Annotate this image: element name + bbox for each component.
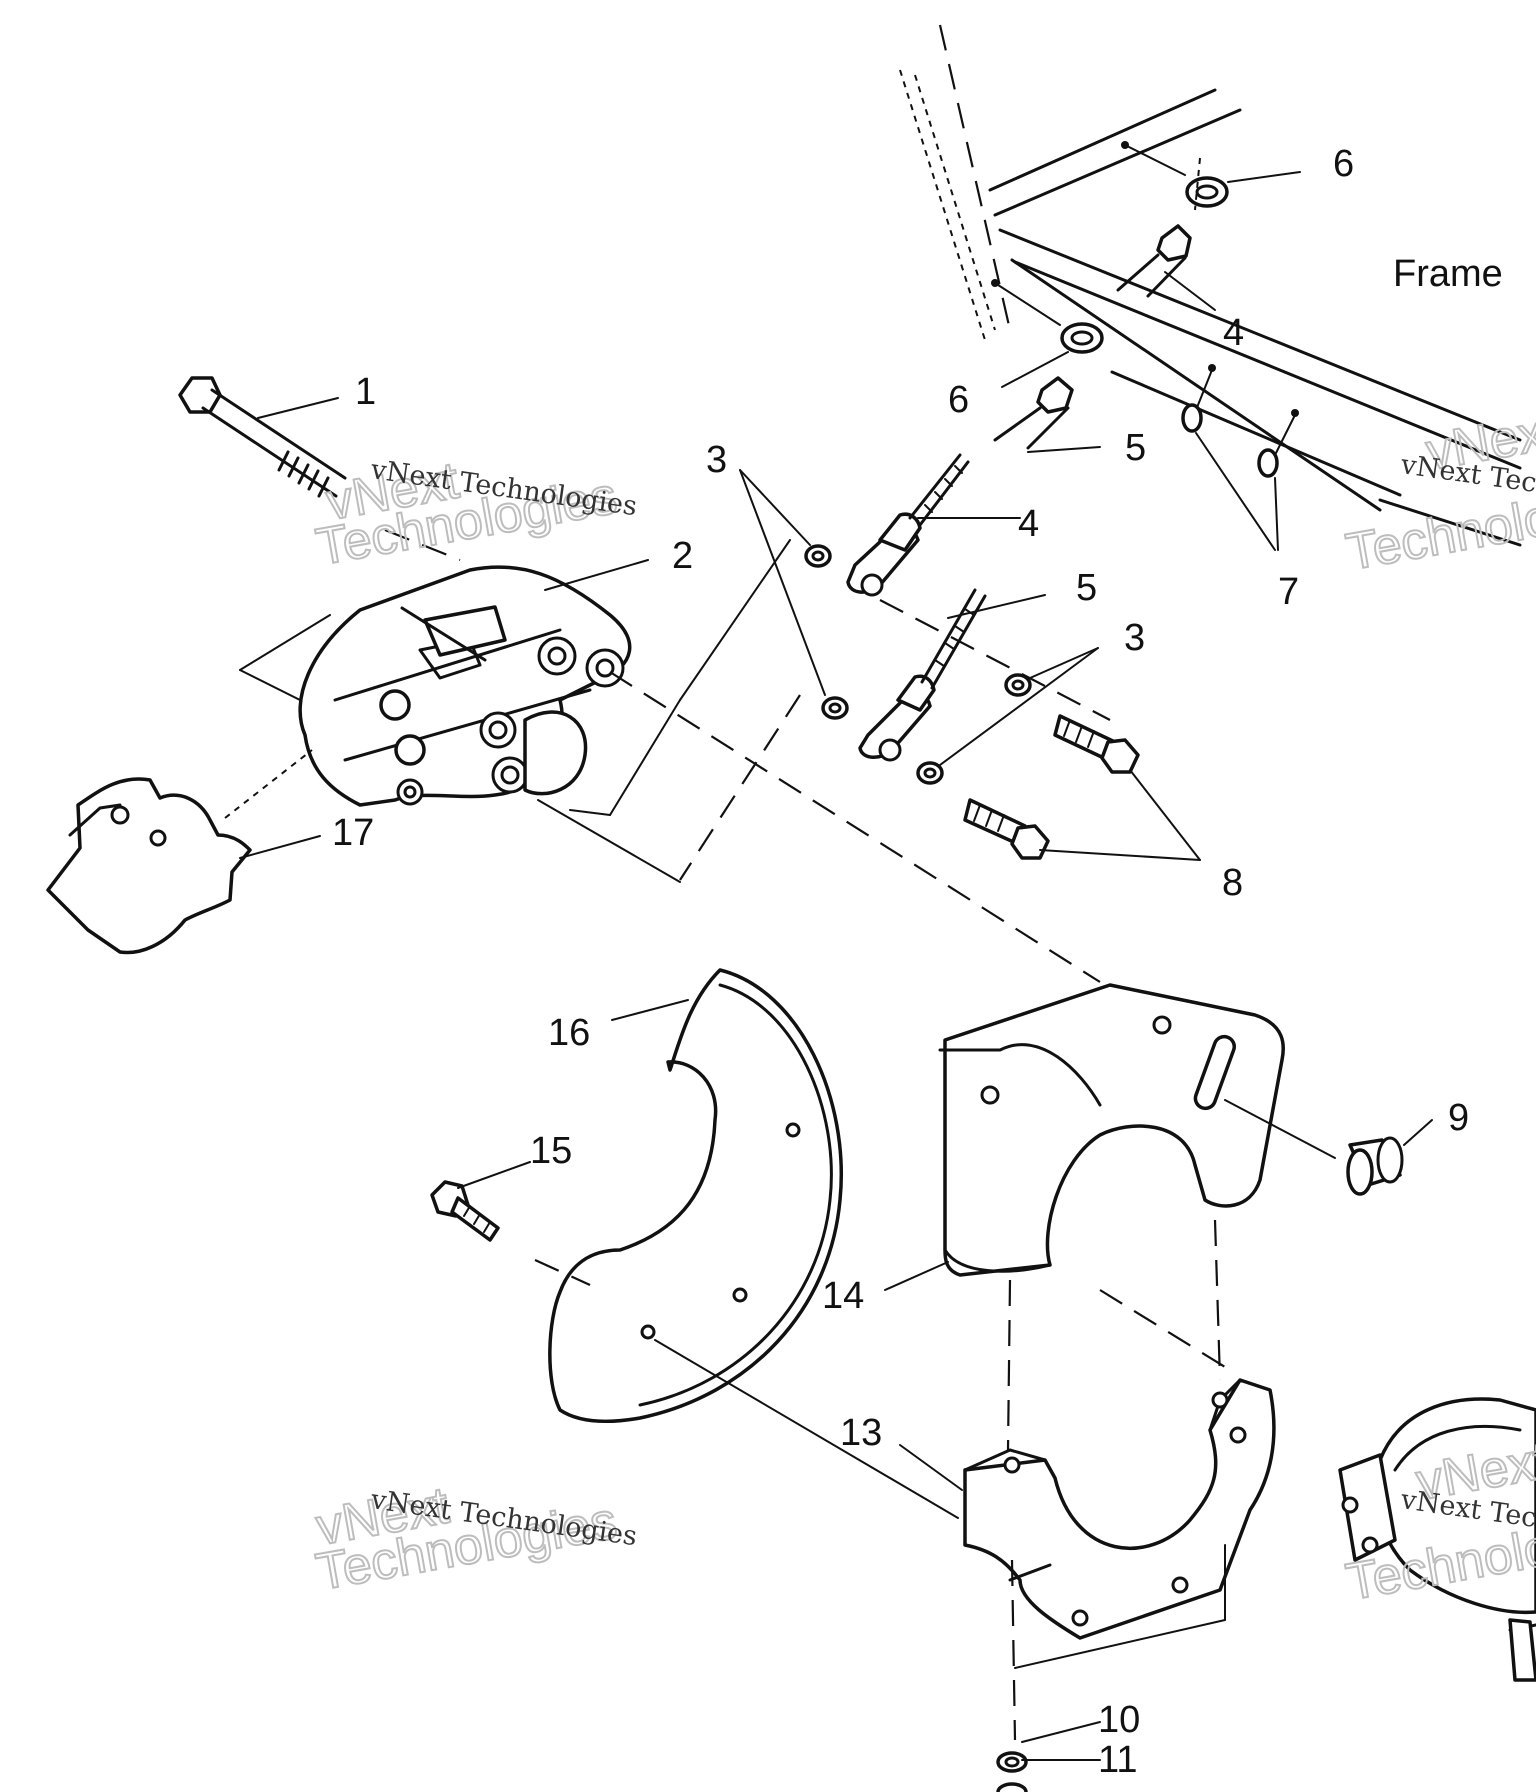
nut-middle (993, 376, 1101, 453)
callout-14: 14 (822, 1275, 864, 1317)
callout-7: 7 (1278, 571, 1299, 613)
callout-6-lower: 6 (948, 379, 969, 421)
callout-6-upper: 6 (1333, 143, 1354, 185)
bracket-lower (899, 1219, 1276, 1640)
callout-5-rod: 5 (1076, 567, 1097, 609)
callout-1: 1 (355, 371, 376, 413)
callout-15: 15 (530, 1130, 572, 1172)
screw (430, 1161, 591, 1287)
callout-16: 16 (548, 1012, 590, 1054)
disc (548, 968, 959, 1519)
callout-5-frame: 5 (1125, 427, 1146, 469)
callout-11: 11 (1098, 1739, 1137, 1781)
callouts: 1 2 3 3 4 4 5 5 6 6 7 8 9 10 11 13 14 15… (332, 143, 1503, 1781)
nut-upper (1116, 224, 1216, 311)
hub (1338, 1397, 1536, 1682)
washers-bottom (996, 1544, 1226, 1792)
watermark: vNext Technologies vNext Technologies vN… (311, 401, 1536, 1613)
callout-4-frame: 4 (1223, 312, 1244, 354)
callout-9: 9 (1448, 1097, 1469, 1139)
eyelet-upper (1121, 141, 1301, 211)
callout-3-lower: 3 (1124, 617, 1145, 659)
callout-2: 2 (672, 535, 693, 577)
callout-3-upper: 3 (706, 439, 727, 481)
brake-pad (46, 749, 321, 955)
clips (1181, 364, 1299, 551)
rod-ends-cluster (537, 453, 1201, 883)
bushing (1346, 1119, 1433, 1196)
callout-10: 10 (1098, 1699, 1140, 1741)
frame-structure (899, 24, 1522, 547)
eyelet-lower (991, 279, 1104, 388)
bracket-upper (884, 983, 1336, 1291)
frame-label: Frame (1393, 253, 1503, 295)
callout-8: 8 (1222, 862, 1243, 904)
caliper (239, 528, 1101, 983)
bolt (178, 376, 347, 498)
callout-13: 13 (840, 1412, 882, 1454)
callout-17: 17 (332, 812, 374, 854)
callout-4-rod: 4 (1018, 503, 1039, 545)
